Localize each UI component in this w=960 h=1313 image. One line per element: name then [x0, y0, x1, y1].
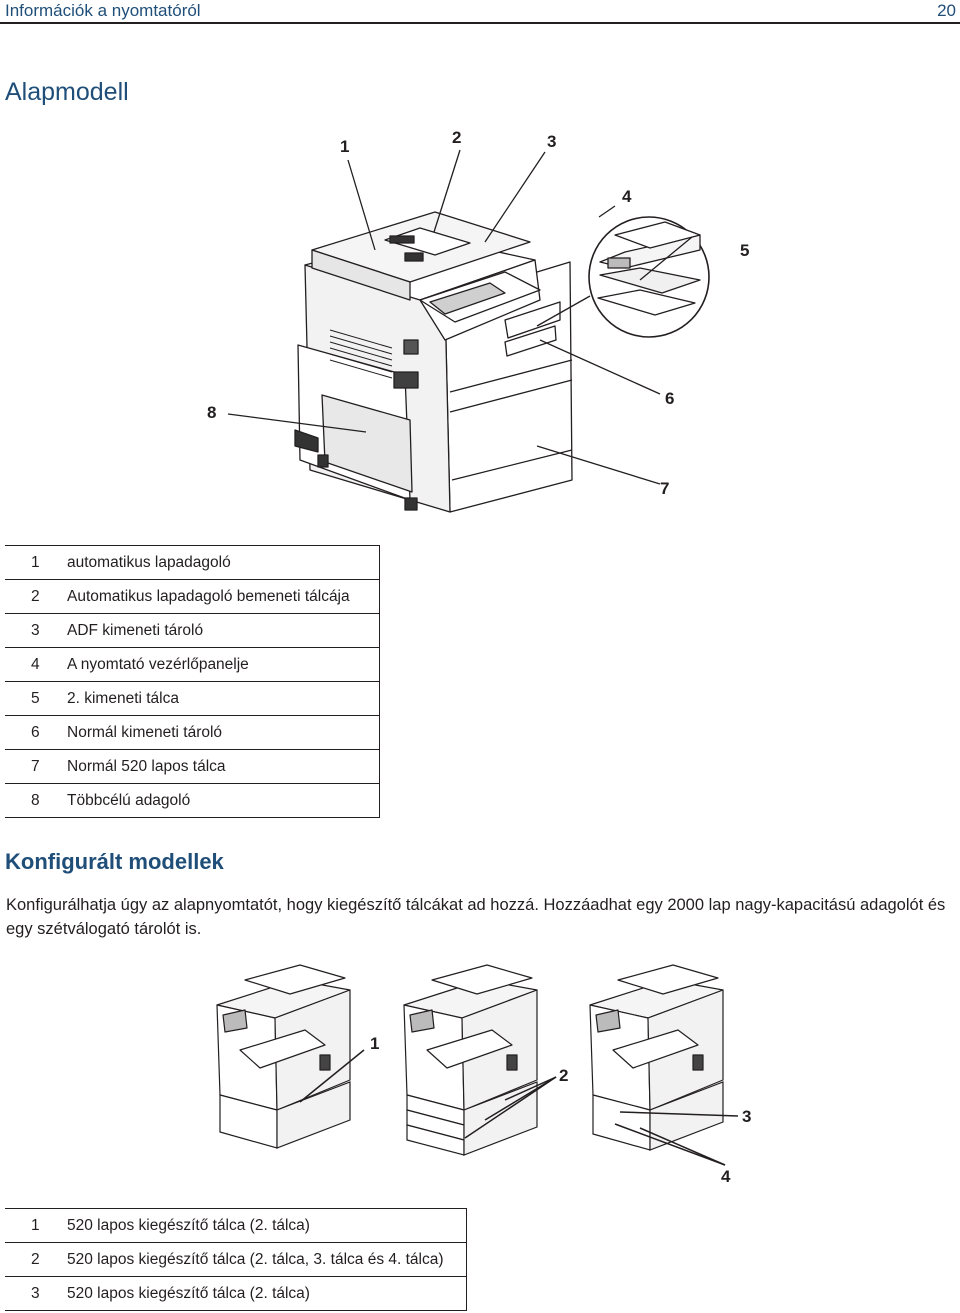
- config-callout-2: 2: [559, 1066, 568, 1085]
- header-title: Információk a nyomtatóról: [5, 1, 201, 20]
- callout-8: 8: [207, 403, 216, 422]
- legend-number: 5: [5, 681, 61, 716]
- page-number: 20: [937, 1, 956, 20]
- section-heading-base-model: Alapmodell: [5, 78, 129, 106]
- legend-label: 2. kimeneti tálca: [61, 681, 380, 716]
- legend-label: Normál 520 lapos tálca: [61, 749, 380, 784]
- legend-label: automatikus lapadagoló: [61, 545, 380, 580]
- legend-label: Többcélú adagoló: [67, 791, 191, 809]
- legend-number: 7: [5, 749, 61, 784]
- callout-4: 4: [622, 187, 632, 206]
- legend-label: 520 lapos kiegészítő tálca (2. tálca): [67, 1284, 310, 1302]
- legend-label: ADF kimeneti tároló: [61, 613, 380, 648]
- base-model-printer-illustration: 1 2 3 4 5 6 7 8: [207, 128, 710, 513]
- section-heading-configured-models: Konfigurált modellek: [5, 849, 224, 874]
- config-callout-3: 3: [742, 1107, 751, 1126]
- configured-models-paragraph: Konfigurálhatja úgy az alapnyomtatót, ho…: [6, 896, 946, 938]
- legend-label: 520 lapos kiegészítő tálca (2. tálca, 3.…: [61, 1242, 467, 1277]
- callout-2: 2: [452, 128, 461, 147]
- callout-5-text: 5: [740, 241, 749, 260]
- callout-6: 6: [665, 389, 674, 408]
- table-row: 3 520 lapos kiegészítő tálca (2. tálca): [5, 1277, 467, 1311]
- legend-number: 1: [5, 545, 61, 580]
- callout-7: 7: [660, 479, 669, 498]
- page-header: Információk a nyomtatóról 20: [0, 0, 960, 24]
- legend-number: 1: [5, 1208, 61, 1243]
- legend-number: 3: [31, 1284, 40, 1302]
- legend-label: Automatikus lapadagoló bemeneti tálcája: [61, 579, 380, 614]
- table-row: 8 Többcélú adagoló: [5, 784, 380, 818]
- configured-models-illustration: 1 2 3 4: [216, 964, 751, 1186]
- legend-number: 2: [5, 1242, 61, 1277]
- legend-label: A nyomtató vezérlőpanelje: [61, 647, 380, 682]
- legend-number: 8: [31, 791, 40, 809]
- legend-label: Normál kimeneti tároló: [61, 715, 380, 750]
- legend-number: 6: [5, 715, 61, 750]
- callout-5-label: 5: [740, 241, 749, 260]
- legend-number: 4: [5, 647, 61, 682]
- config-callout-4: 4: [721, 1167, 731, 1186]
- legend-number: 3: [5, 613, 61, 648]
- callout-1: 1: [340, 137, 349, 156]
- config-callout-1: 1: [370, 1034, 379, 1053]
- legend-number: 2: [5, 579, 61, 614]
- legend-label: 520 lapos kiegészítő tálca (2. tálca): [61, 1208, 467, 1243]
- callout-3: 3: [547, 132, 556, 151]
